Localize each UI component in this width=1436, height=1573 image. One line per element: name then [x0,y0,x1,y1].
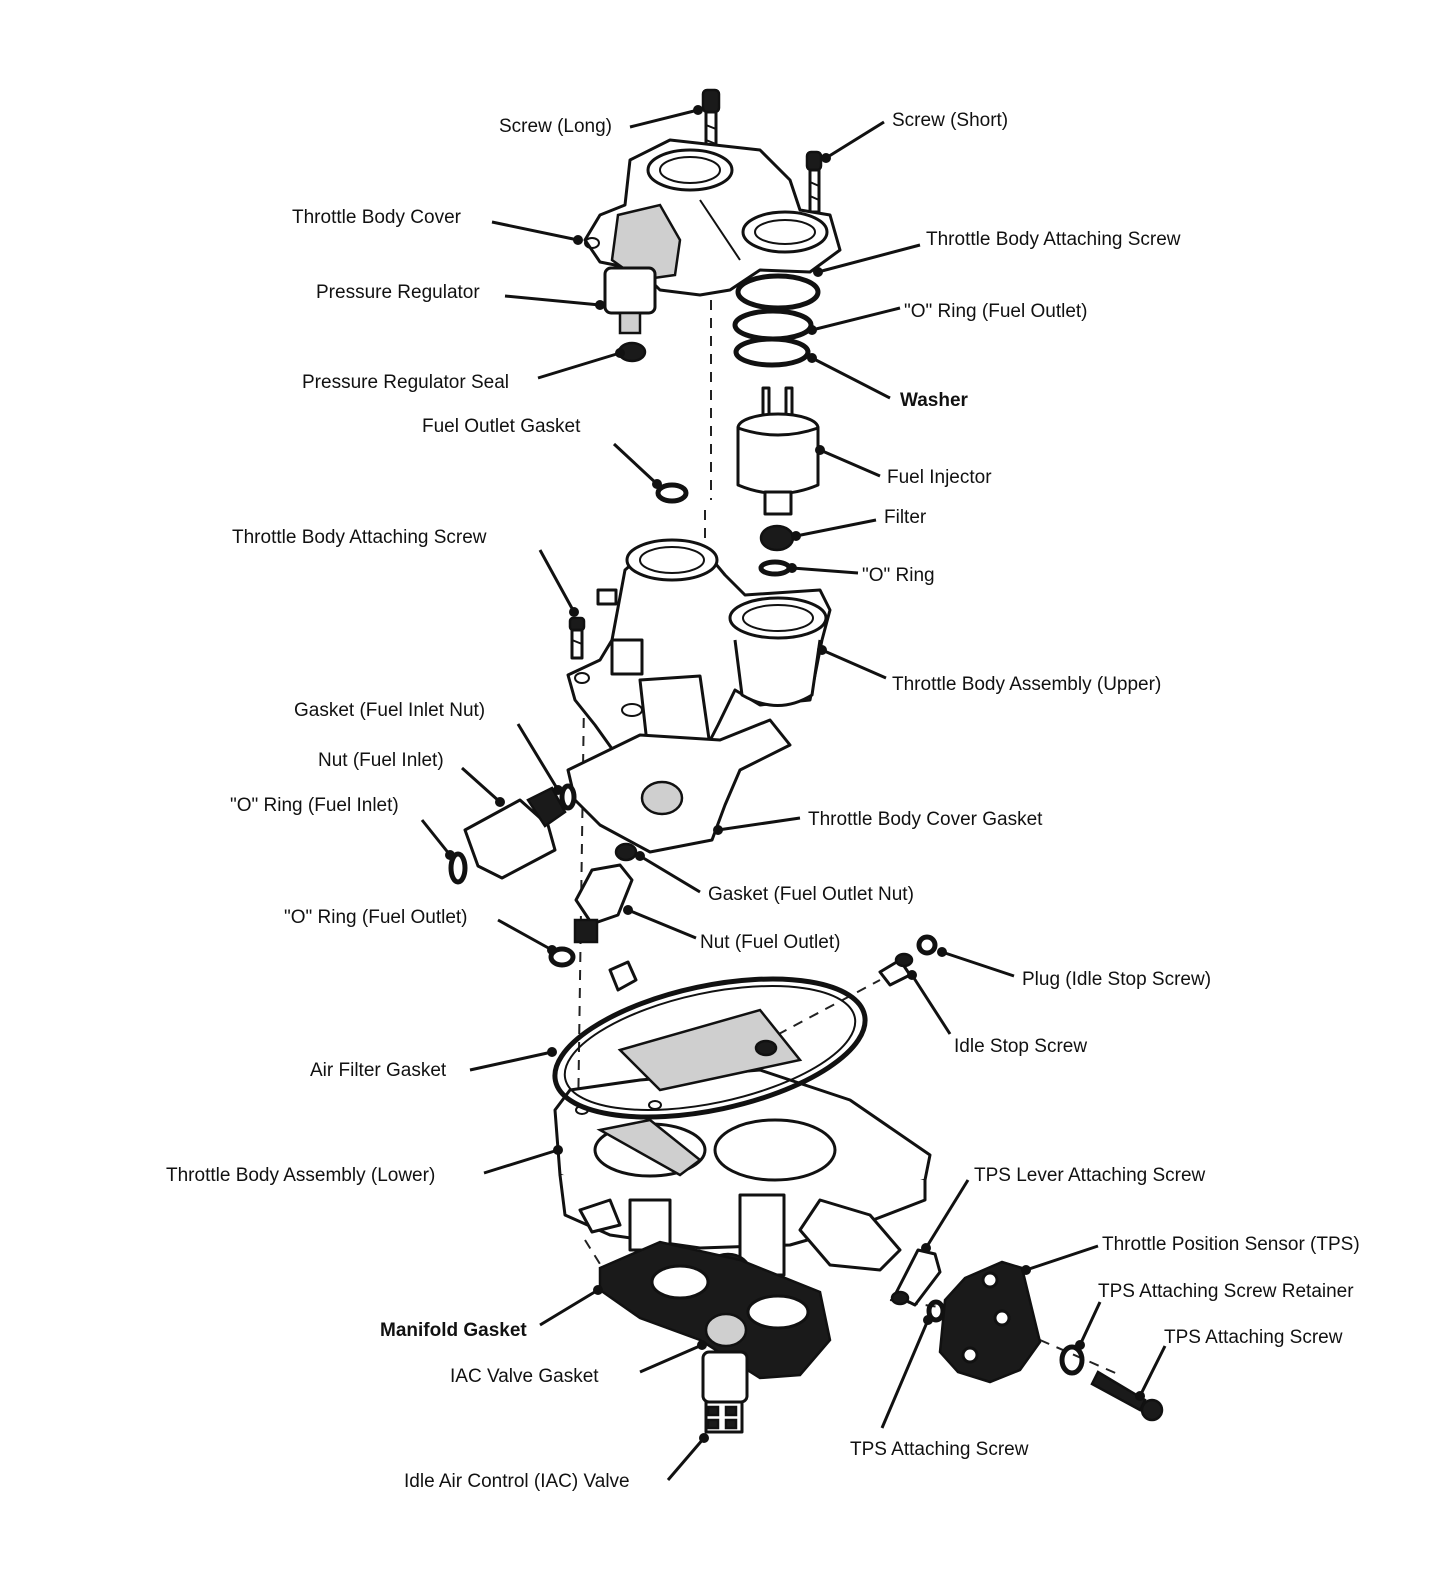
throttle-body-assembly-lower-part [553,1068,932,1292]
tps-window-1 [981,1271,999,1289]
filter-part [759,524,795,552]
label-idle-air-control-valve: Idle Air Control (IAC) Valve [404,1471,630,1492]
screw-short-part [805,150,823,214]
throttle-body-assembly-upper-part [566,538,832,772]
label-o-ring: "O" Ring [862,565,935,586]
label-gasket-fuel-inlet-nut: Gasket (Fuel Inlet Nut) [294,700,485,721]
air-filter-window [617,1008,803,1092]
label-tps-lever-attaching-screw: TPS Lever Attaching Screw [974,1165,1206,1186]
label-washer: Washer [900,390,969,411]
iac-valve-gasket-part [704,1312,748,1348]
label-gasket-fuel-outlet-nut: Gasket (Fuel Outlet Nut) [708,884,914,905]
label-fuel-outlet-gasket: Fuel Outlet Gasket [422,416,581,437]
label-iac-valve-gasket: IAC Valve Gasket [450,1366,599,1387]
idle-stop-screw-part [878,952,914,987]
leader-lines [420,108,1167,1481]
tps-attaching-screw-right-part [1090,1370,1164,1422]
iac-valve-part [701,1350,749,1434]
o-ring-fuel-outlet-part [732,308,814,342]
air-filter-tab [608,960,638,992]
label-o-ring-fuel-outlet-lower: "O" Ring (Fuel Outlet) [284,907,468,928]
nut-fuel-outlet-part [573,863,634,944]
tps-attaching-screw-retainer-part [1059,1344,1085,1376]
label-nut-fuel-outlet: Nut (Fuel Outlet) [700,932,840,953]
label-tps-attaching-screw-bottom: TPS Attaching Screw [850,1439,1029,1460]
washer-part [733,336,811,368]
throttle-body-attaching-screw-left-part [568,616,586,660]
label-pressure-regulator-seal: Pressure Regulator Seal [302,372,509,393]
idle-stop-insert [754,1039,778,1057]
label-throttle-body-assembly-upper: Throttle Body Assembly (Upper) [892,674,1161,695]
gasket-fuel-inlet-nut-part [559,783,577,811]
label-throttle-body-cover: Throttle Body Cover [292,207,462,228]
fuel-injector-part [736,386,820,516]
manifold-gasket-port-right [746,1294,810,1330]
tps-lever-part [890,1248,942,1307]
label-throttle-body-assembly-lower: Throttle Body Assembly (Lower) [166,1165,435,1186]
plug-idle-stop-screw-part [916,934,938,956]
callout-labels: Screw (Long) Screw (Short) Throttle Body… [166,110,1360,1492]
label-tb-attaching-screw-left: Throttle Body Attaching Screw [232,527,487,548]
label-tps-attaching-screw-right: TPS Attaching Screw [1164,1327,1343,1348]
label-air-filter-gasket: Air Filter Gasket [310,1060,447,1081]
label-screw-short: Screw (Short) [892,110,1008,131]
label-throttle-position-sensor: Throttle Position Sensor (TPS) [1102,1234,1360,1255]
label-tps-attaching-screw-retainer: TPS Attaching Screw Retainer [1098,1281,1354,1302]
arrowheads [445,105,1145,1443]
label-screw-long: Screw (Long) [499,116,612,137]
throttle-body-cover-part [583,138,842,335]
tps-window-2 [993,1309,1011,1327]
label-tb-attaching-screw-upper: Throttle Body Attaching Screw [926,229,1181,250]
air-filter-gasket-part [552,976,868,1120]
cover-gasket-port [640,780,684,816]
label-plug-idle-stop-screw: Plug (Idle Stop Screw) [1022,969,1211,990]
o-ring-fuel-outlet-upper-part [735,273,821,311]
o-ring-fuel-outlet-lower-part [548,946,576,968]
tps-window-3 [961,1346,979,1364]
manifold-gasket-port-left [650,1264,710,1300]
nut-fuel-inlet-part [463,786,567,880]
o-ring-part [758,559,792,577]
label-nut-fuel-inlet: Nut (Fuel Inlet) [318,750,444,771]
label-fuel-injector: Fuel Injector [887,467,992,488]
gasket-fuel-outlet-nut-part [614,842,638,862]
label-throttle-body-cover-gasket: Throttle Body Cover Gasket [808,809,1043,830]
o-ring-fuel-inlet-part [448,851,468,885]
label-filter: Filter [884,507,927,528]
label-idle-stop-screw: Idle Stop Screw [954,1036,1087,1057]
label-o-ring-fuel-inlet: "O" Ring (Fuel Inlet) [230,795,399,816]
label-manifold-gasket: Manifold Gasket [380,1320,527,1341]
label-o-ring-fuel-outlet-upper: "O" Ring (Fuel Outlet) [904,301,1088,322]
fuel-outlet-gasket-part [655,482,689,504]
throttle-body-cover-gasket-part [566,718,792,854]
air-filter-gasket-inner [563,985,857,1111]
label-pressure-regulator: Pressure Regulator [316,282,480,303]
